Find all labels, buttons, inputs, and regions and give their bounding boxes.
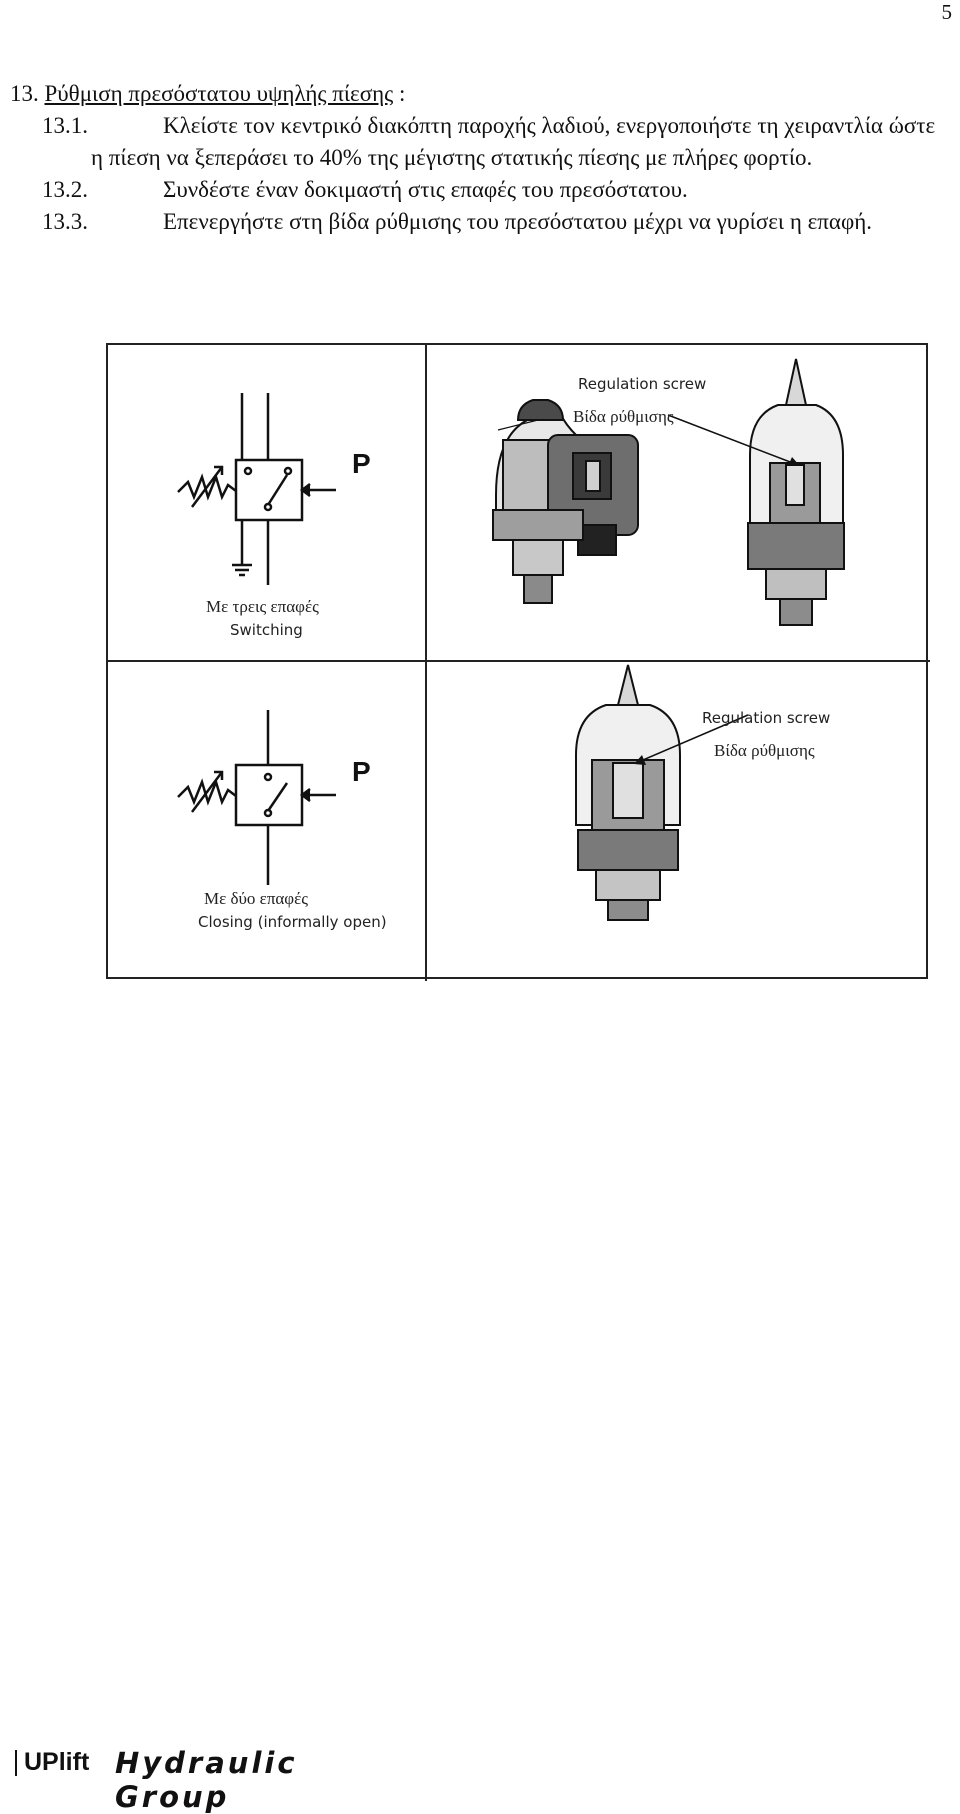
bottom-right-label-gr: Βίδα ρύθμισης (714, 741, 815, 760)
pressure-switch-cutaway-left (492, 399, 639, 604)
bottom-left-caption-en: Closing (informally open) (198, 913, 387, 931)
two-contact-switch-symbol (177, 710, 336, 885)
pressure-label-top: P (352, 448, 371, 479)
section-title-suffix: : (393, 81, 406, 106)
pressure-switch-figure: P P (106, 343, 930, 981)
footer-brand: UPlift (24, 1748, 90, 1776)
step-13-3: 13.3. Επενεργήστε στη βίδα ρύθμισης του … (10, 206, 950, 238)
step-13-1: 13.1. Κλείστε τον κεντρικό διακόπτη παρο… (10, 110, 950, 174)
bottom-right-label-en: Regulation screw (702, 709, 831, 727)
top-right-label-en: Regulation screw (578, 375, 707, 393)
pressure-switch-cutaway-right (747, 358, 845, 626)
pressure-switch-cutaway-bottom (575, 664, 681, 921)
instructions-text: 13. Ρύθμιση πρεσόστατου υψηλής πίεσης : … (10, 78, 950, 238)
pressure-label-bottom: P (352, 756, 371, 787)
step-text: Επενεργήστε στη βίδα ρύθμισης του πρεσόσ… (163, 209, 873, 234)
footer-tagline: Hydraulic Group (115, 1746, 298, 1814)
figure-drawing: P P (108, 345, 930, 981)
step-number: 13.1. (42, 113, 88, 138)
section-number: 13. (10, 81, 39, 106)
page-number: 5 (941, 0, 953, 24)
footer: UPlift Hydraulic Group (0, 1746, 380, 1814)
footer-divider (15, 1750, 17, 1776)
section-title: Ρύθμιση πρεσόστατου υψηλής πίεσης (44, 81, 394, 106)
step-13-2: 13.2. Συνδέστε έναν δοκιμαστή στις επαφέ… (10, 174, 950, 206)
section-heading: 13. Ρύθμιση πρεσόστατου υψηλής πίεσης : (10, 78, 950, 110)
top-right-label-gr: Βίδα ρύθμισης (573, 407, 674, 426)
step-number: 13.2. (42, 177, 88, 202)
top-left-caption-gr: Με τρεις επαφές (206, 597, 319, 616)
three-contact-switch-symbol (177, 393, 336, 585)
bottom-left-caption-gr: Με δύο επαφές (204, 889, 308, 908)
step-text: Κλείστε τον κεντρικό διακόπτη παροχής λα… (91, 113, 936, 170)
top-left-caption-en: Switching (230, 621, 303, 639)
step-text: Συνδέστε έναν δοκιμαστή στις επαφές του … (163, 177, 688, 202)
step-number: 13.3. (42, 209, 88, 234)
